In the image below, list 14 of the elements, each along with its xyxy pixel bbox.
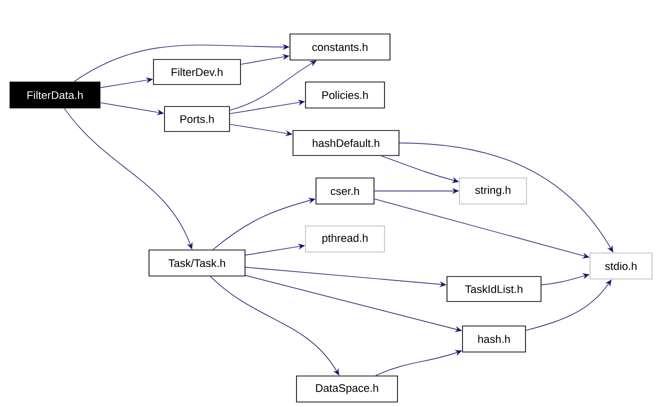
file-box: Policies.h [305, 82, 385, 108]
external-file-box: stdio.h [590, 252, 652, 280]
file-box: FilterDev.h [153, 59, 241, 85]
file-box: Task/Task.h [148, 250, 246, 276]
file-box: TaskIdList.h [446, 276, 542, 302]
file-box: DataSpace.h [296, 376, 398, 402]
external-file-box: string.h [459, 178, 527, 204]
root-file-box: FilterData.h [10, 82, 100, 108]
file-box: hash.h [462, 326, 526, 352]
file-box: cser.h [316, 178, 374, 204]
file-box: hashDefault.h [292, 130, 400, 156]
external-file-box: pthread.h [305, 226, 385, 252]
file-box: constants.h [290, 34, 390, 60]
file-box: Ports.h [164, 106, 230, 132]
